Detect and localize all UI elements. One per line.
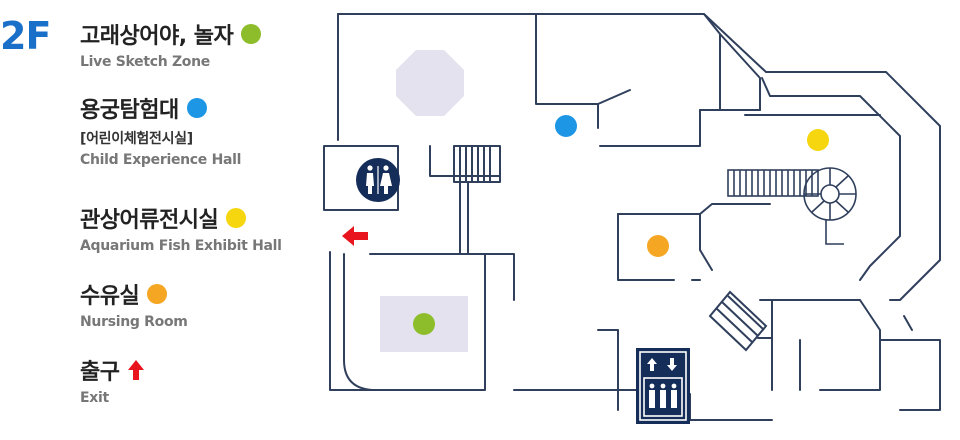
octagon-room	[396, 50, 464, 116]
yellow-dot-icon	[226, 208, 247, 228]
legend-item-child-experience[interactable]: 용궁탐험대 [어린이체험전시실] Child Experience Hall	[80, 92, 241, 168]
legend-item-aquarium-fish[interactable]: 관상어류전시실 Aquarium Fish Exhibit Hall	[80, 202, 282, 254]
legend-item-nursing-room[interactable]: 수유실 Nursing Room	[80, 278, 188, 330]
nursing-room-location-dot[interactable]	[647, 235, 669, 257]
orange-dot-icon	[147, 284, 168, 304]
legend-subtitle: Child Experience Hall	[80, 152, 242, 168]
aquarium-fish-location-dot[interactable]	[807, 129, 829, 151]
child-experience-location-dot[interactable]	[555, 115, 577, 137]
restroom-icon[interactable]	[356, 158, 400, 202]
legend-title: 출구	[80, 360, 120, 385]
green-dot-icon	[241, 24, 262, 44]
legend-title: 고래상어야, 놀자	[80, 24, 234, 49]
legend-subtitle: Aquarium Fish Exhibit Hall	[80, 238, 282, 254]
spiral-staircase-icon	[727, 167, 857, 245]
legend-title: 관상어류전시실	[80, 208, 219, 233]
live-sketch-location-dot[interactable]	[413, 313, 435, 335]
exit-arrow-icon[interactable]	[342, 226, 368, 246]
legend-subtitle-korean: [어린이체험전시실]	[80, 131, 193, 147]
floor-label: 2F	[0, 14, 51, 58]
legend-item-live-sketch[interactable]: 고래상어야, 놀자 Live Sketch Zone	[80, 18, 262, 70]
exit-arrow-up-icon	[127, 359, 145, 381]
legend-title: 용궁탐험대	[80, 98, 179, 123]
legend-subtitle: Live Sketch Zone	[80, 54, 210, 70]
legend-subtitle: Nursing Room	[80, 314, 188, 330]
legend-subtitle: Exit	[80, 390, 109, 406]
blue-dot-icon	[186, 98, 207, 118]
outer-wall	[337, 13, 721, 111]
legend-title: 수유실	[80, 284, 140, 309]
legend-item-exit[interactable]: 출구 Exit	[80, 354, 145, 406]
elevator-icon[interactable]	[636, 348, 690, 424]
diagonal-stairs	[708, 290, 768, 352]
floor-map	[323, 13, 941, 424]
